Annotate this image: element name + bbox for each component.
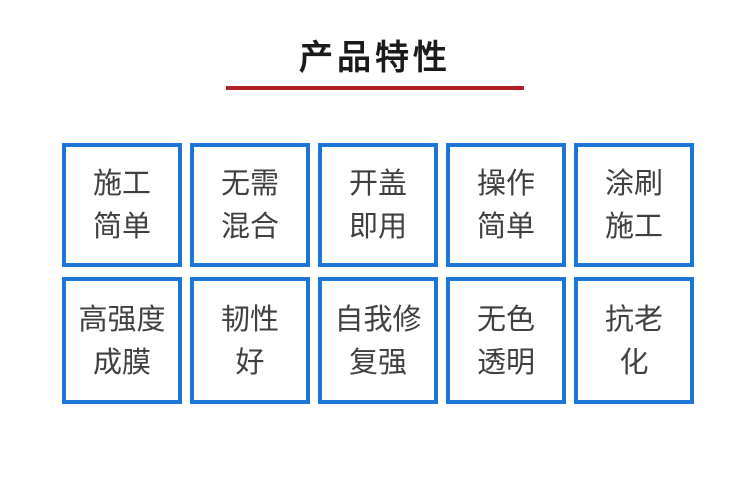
- feature-label-line: 化: [619, 344, 649, 379]
- feature-label-line: 无色: [476, 301, 535, 336]
- feature-label-line: 复强: [348, 344, 407, 379]
- feature-label-line: 抗老: [604, 301, 663, 336]
- section-header: 产品特性: [0, 36, 750, 90]
- title-underline: [226, 86, 524, 90]
- feature-label-line: 好: [235, 344, 265, 379]
- feature-label-line: 韧性: [220, 301, 279, 336]
- feature-label-line: 施工: [92, 166, 151, 200]
- feature-label-line: 无需: [220, 166, 279, 200]
- feature-label-line: 施工: [604, 209, 663, 243]
- section-title: 产品特性: [299, 38, 451, 78]
- feature-label-line: 涂刷: [604, 166, 663, 200]
- feature-box-anti-aging: 抗老 化: [574, 277, 694, 404]
- feature-grid: 施工 简单 无需 混合 开盖 即用 操作 简单 涂刷 施工 高强度 成膜 韧性 …: [62, 143, 694, 404]
- feature-box-construction-simple: 施工 简单: [62, 143, 182, 267]
- feature-label-line: 高强度: [78, 301, 166, 336]
- feature-label-line: 透明: [476, 344, 535, 379]
- feature-box-no-mixing: 无需 混合: [190, 143, 310, 267]
- feature-box-easy-operation: 操作 简单: [446, 143, 566, 267]
- feature-label-line: 成膜: [92, 344, 151, 379]
- feature-label-line: 自我修: [334, 301, 422, 336]
- feature-box-self-repair: 自我修 复强: [318, 277, 438, 404]
- feature-box-colorless-transparent: 无色 透明: [446, 277, 566, 404]
- feature-box-high-strength-film: 高强度 成膜: [62, 277, 182, 404]
- feature-box-good-toughness: 韧性 好: [190, 277, 310, 404]
- feature-label-line: 即用: [348, 209, 407, 243]
- feature-label-line: 简单: [92, 209, 151, 243]
- feature-label-line: 操作: [476, 166, 535, 200]
- feature-label-line: 简单: [476, 209, 535, 243]
- feature-label-line: 开盖: [348, 166, 407, 200]
- feature-box-brush-application: 涂刷 施工: [574, 143, 694, 267]
- feature-box-ready-to-use: 开盖 即用: [318, 143, 438, 267]
- feature-label-line: 混合: [220, 209, 279, 243]
